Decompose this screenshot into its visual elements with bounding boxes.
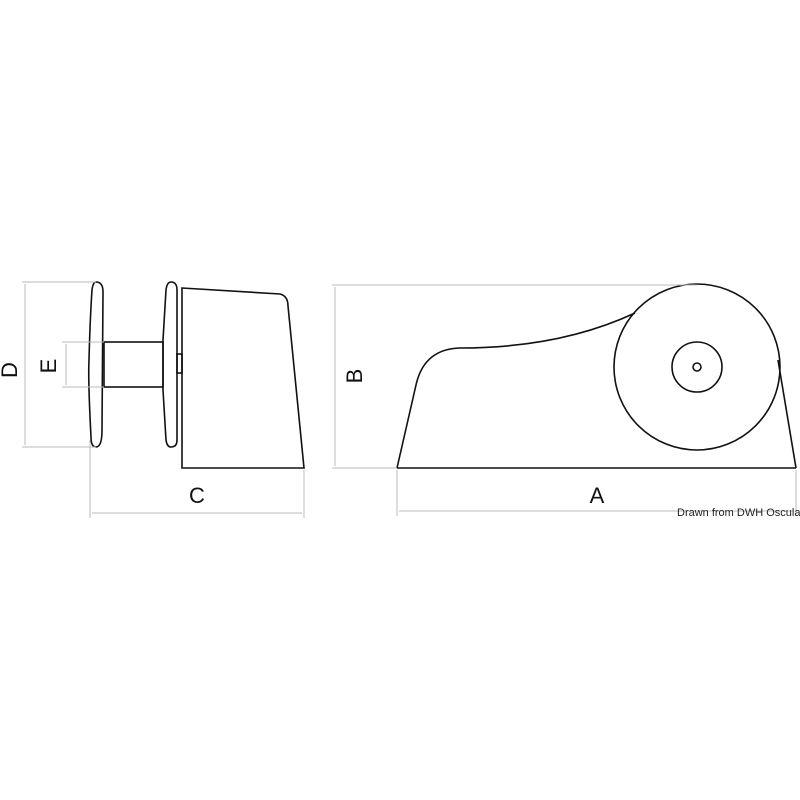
side-view xyxy=(87,281,305,469)
inner-flange xyxy=(162,281,178,448)
hub xyxy=(103,341,164,388)
roller-hub xyxy=(671,341,723,393)
body-profile xyxy=(396,312,636,469)
roller xyxy=(613,283,781,451)
outer-flange xyxy=(87,281,104,448)
credit-text: Drawn from DWH Osculati Srl xyxy=(677,507,800,519)
front-view xyxy=(396,283,797,469)
dimension-lines xyxy=(22,281,797,518)
label-b: B xyxy=(342,369,367,384)
label-a: A xyxy=(590,483,605,508)
label-c: C xyxy=(189,483,205,508)
label-d: D xyxy=(0,362,22,378)
body-side xyxy=(181,287,305,469)
roller-axle xyxy=(692,362,702,372)
label-e: E xyxy=(36,359,61,374)
body-right-edge xyxy=(777,359,797,469)
